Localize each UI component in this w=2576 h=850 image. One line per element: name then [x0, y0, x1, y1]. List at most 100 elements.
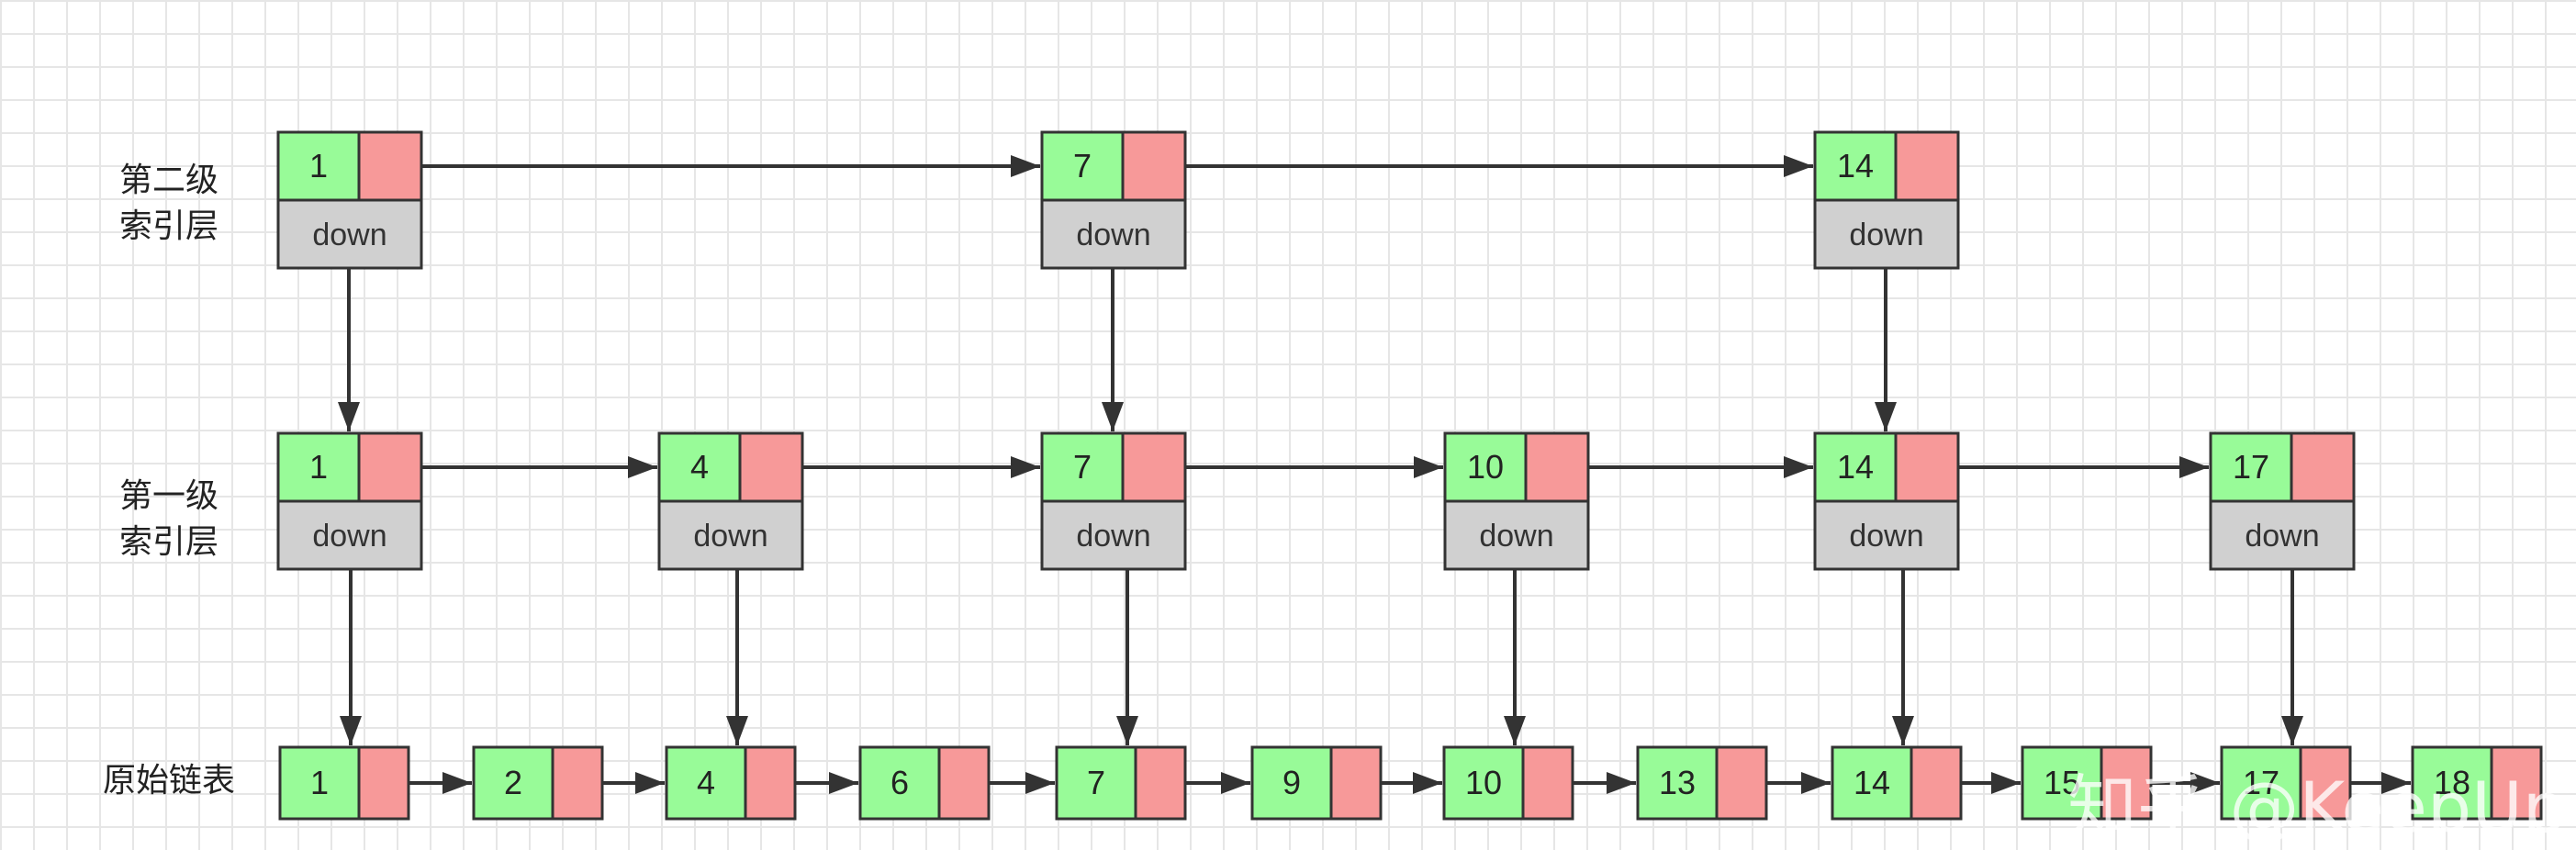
- level1-node-pointer-cell: [1121, 431, 1187, 503]
- level2-label-line2: 索引层: [119, 207, 218, 245]
- base-node-pointer-cell: [1329, 745, 1383, 821]
- level2-node-down-label: down: [1076, 218, 1150, 252]
- base-node-pointer-cell: [2299, 745, 2352, 821]
- base-node: 2: [472, 745, 604, 821]
- base-node-pointer-cell: [2490, 745, 2543, 821]
- level2-node-value: 1: [309, 147, 328, 185]
- level2-node-down-label: down: [312, 218, 386, 252]
- level2-node-value-cell: [1813, 130, 1898, 202]
- base-node-pointer-cell: [1910, 745, 1963, 821]
- level1-node-value: 14: [1837, 448, 1874, 486]
- base-node-value: 6: [890, 764, 909, 801]
- base-node-value: 4: [697, 764, 715, 801]
- base-node: 4: [665, 745, 797, 821]
- level2-node-value-cell: [1040, 130, 1125, 202]
- level1-node-value-cell: [1443, 431, 1528, 503]
- level1-node-value: 10: [1467, 448, 1504, 486]
- level2-node-value: 7: [1073, 147, 1092, 185]
- base-node-value-cell: [858, 745, 941, 821]
- edges-layer: [338, 155, 2411, 794]
- base-node-value-cell: [472, 745, 554, 821]
- level1-node-down-label: down: [1479, 519, 1553, 554]
- level1-node-value: 7: [1073, 448, 1092, 486]
- level1-node-pointer-cell: [357, 431, 423, 503]
- level1-node-pointer-cell: [1894, 431, 1960, 503]
- base-node: 17: [2220, 745, 2352, 821]
- level2-node-pointer-cell: [357, 130, 423, 202]
- level1-label-line2: 索引层: [119, 523, 218, 561]
- base-node-value: 7: [1087, 764, 1105, 801]
- base-node-value-cell: [2021, 745, 2103, 821]
- base-node: 6: [858, 745, 991, 821]
- level2-label-line1: 第二级: [119, 162, 218, 199]
- level2-node-down-cell: [276, 198, 423, 270]
- base-node-pointer-cell: [2100, 745, 2153, 821]
- level1-node: 1 down: [276, 431, 423, 571]
- level1-node: 4 down: [657, 431, 804, 571]
- level1-node-down-label: down: [2245, 519, 2319, 554]
- level1-node-value: 4: [690, 448, 709, 486]
- level1-node-down-cell: [1443, 499, 1590, 571]
- level1-label-line1: 第一级: [119, 477, 218, 515]
- base-list-label: 原始链表: [103, 762, 235, 800]
- level1-node: 7 down: [1040, 431, 1187, 571]
- level1-node-down-cell: [1813, 499, 1960, 571]
- level2-node-down-cell: [1040, 198, 1187, 270]
- level1-node-down-cell: [657, 499, 804, 571]
- base-node: 9: [1250, 745, 1383, 821]
- base-node-pointer-cell: [1521, 745, 1574, 821]
- level2-node-value: 14: [1837, 147, 1874, 185]
- level1-node-down-label: down: [693, 519, 767, 554]
- level2-node-pointer-cell: [1121, 130, 1187, 202]
- base-node-value-cell: [2220, 745, 2302, 821]
- level1-node: 17 down: [2209, 431, 2356, 571]
- base-node: 13: [1636, 745, 1768, 821]
- level1-node-pointer-cell: [2290, 431, 2356, 503]
- level1-node-down-label: down: [1076, 519, 1150, 554]
- level1-node-pointer-cell: [1524, 431, 1590, 503]
- base-node-value-cell: [1250, 745, 1333, 821]
- level2-node: 7 down: [1040, 130, 1187, 270]
- level1-node-pointer-cell: [738, 431, 804, 503]
- base-node-pointer-cell: [1715, 745, 1768, 821]
- base-node-value: 18: [2434, 764, 2470, 801]
- level1-node-value-cell: [657, 431, 742, 503]
- level2-node-pointer-cell: [1894, 130, 1960, 202]
- nodes-layer: 1down7down14down1down4down7down10down14d…: [276, 130, 2543, 821]
- level1-node: 14 down: [1813, 431, 1960, 571]
- base-node-pointer-cell: [744, 745, 797, 821]
- base-node-value: 13: [1659, 764, 1696, 801]
- level1-node-value: 1: [309, 448, 328, 486]
- base-node-value: 9: [1282, 764, 1301, 801]
- base-node-value: 15: [2044, 764, 2080, 801]
- level1-node: 10 down: [1443, 431, 1590, 571]
- level1-node-down-label: down: [312, 519, 386, 554]
- base-node: 1: [278, 745, 410, 821]
- base-node-value: 14: [1854, 764, 1890, 801]
- base-node: 14: [1831, 745, 1963, 821]
- base-node: 7: [1055, 745, 1187, 821]
- level1-node-value: 17: [2233, 448, 2269, 486]
- base-node-pointer-cell: [1134, 745, 1187, 821]
- level2-node-down-label: down: [1849, 218, 1923, 252]
- base-node-value: 2: [504, 764, 522, 801]
- level2-node-down-cell: [1813, 198, 1960, 270]
- base-node-pointer-cell: [937, 745, 991, 821]
- watermark: 知乎 @KeepUp: [2067, 766, 2567, 848]
- level2-node: 14 down: [1813, 130, 1960, 270]
- level1-node-down-cell: [2209, 499, 2356, 571]
- base-node-value: 10: [1465, 764, 1502, 801]
- base-node: 18: [2411, 745, 2543, 821]
- base-node: 10: [1442, 745, 1574, 821]
- level1-node-down-cell: [276, 499, 423, 571]
- base-node-value: 17: [2243, 764, 2279, 801]
- level1-node-down-cell: [1040, 499, 1187, 571]
- level2-node: 1 down: [276, 130, 423, 270]
- level1-node-down-label: down: [1849, 519, 1923, 554]
- base-node: 15: [2021, 745, 2153, 821]
- base-node-value: 1: [310, 764, 329, 801]
- base-node-value-cell: [1055, 745, 1137, 821]
- base-node-pointer-cell: [357, 745, 410, 821]
- base-node-pointer-cell: [551, 745, 604, 821]
